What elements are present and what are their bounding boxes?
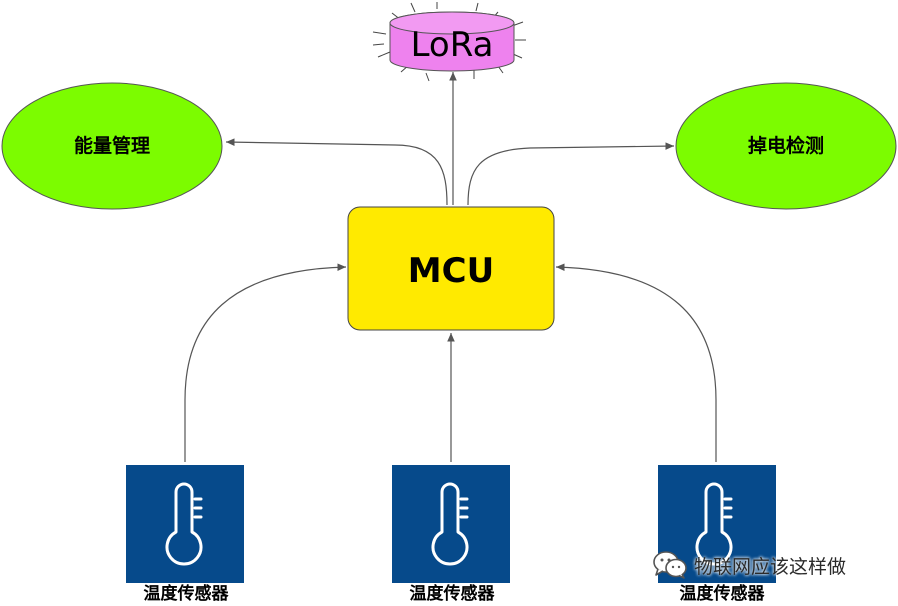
- mcu-label: MCU: [408, 251, 494, 291]
- energy-management-node: 能量管理: [1, 82, 223, 210]
- thermometer-icon: [165, 482, 203, 566]
- lora-node: LoRa: [372, 2, 526, 82]
- edge-sensor-right-to-mcu: [555, 263, 717, 462]
- sensor-right: 温度传感器: [658, 465, 776, 604]
- thermometer-icon: [431, 482, 469, 566]
- mcu-box: [347, 206, 555, 331]
- energy-management-label: 能量管理: [74, 134, 150, 157]
- watermark-text: 物联网应该这样做: [694, 555, 847, 578]
- sensor-label: 温度传感器: [680, 583, 766, 604]
- thermometer-icon: [695, 482, 733, 566]
- mcu-node: MCU: [347, 206, 555, 331]
- sensor-label: 温度传感器: [410, 583, 496, 604]
- energy-management-ellipse: [1, 82, 223, 210]
- edge-sensor-left-to-mcu: [184, 263, 347, 462]
- power-loss-detection-ellipse: [675, 82, 897, 210]
- lora-drum-top: [389, 11, 515, 35]
- sensor-left: 温度传感器: [126, 465, 244, 604]
- edge-mcu-to-power-loss-detection: [467, 142, 675, 206]
- sensor-label: 温度传感器: [144, 583, 230, 604]
- power-loss-detection-label: 掉电检测: [748, 134, 824, 157]
- wechat-icon: [653, 551, 687, 579]
- connectors: [184, 72, 717, 462]
- edge-mcu-to-energy-management: [225, 138, 448, 206]
- wechat-watermark: 物联网应该这样做: [652, 550, 846, 580]
- power-loss-detection-node: 掉电检测: [675, 82, 897, 210]
- sensor-middle: 温度传感器: [392, 465, 510, 604]
- lora-label: LoRa: [411, 25, 494, 65]
